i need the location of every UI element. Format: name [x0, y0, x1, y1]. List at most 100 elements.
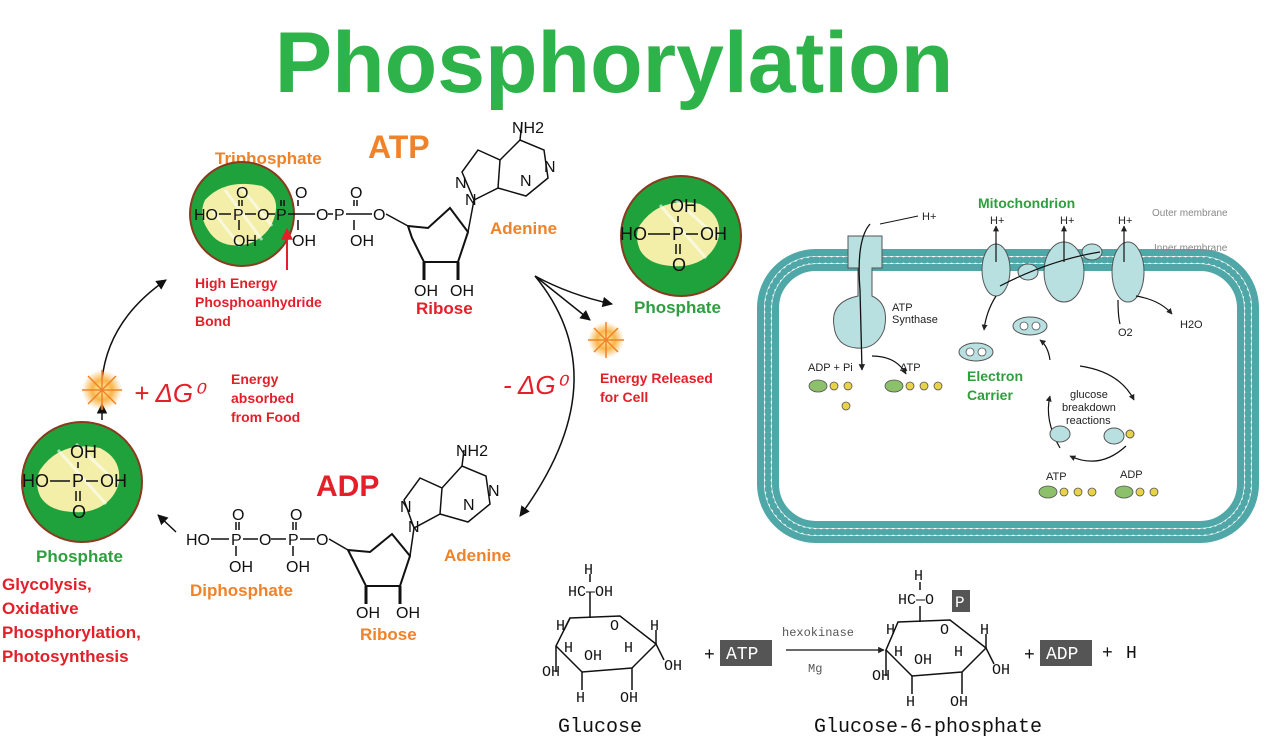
svg-text:OH: OH: [664, 658, 682, 675]
electron-carrier-line-2: Carrier: [967, 387, 1013, 403]
svg-text:OH: OH: [450, 283, 474, 300]
glucose-breakdown-line-1: glucose: [1070, 389, 1108, 401]
svg-text:OH: OH: [292, 233, 316, 250]
phosphate-right: OH HO P OH O Phosphate: [620, 175, 742, 317]
svg-text:H: H: [914, 568, 923, 585]
svg-text:H: H: [980, 622, 989, 639]
svg-text:OH: OH: [620, 690, 638, 707]
g6p-label: Glucose-6-phosphate: [814, 716, 1042, 739]
atp-synthase-line-1: ATP: [892, 302, 913, 314]
energy-absorbed-line-1: Energy: [231, 371, 279, 387]
energy-release-rays: [588, 322, 624, 358]
svg-text:N: N: [520, 173, 532, 190]
mito-adp-bottom: ADP: [1120, 469, 1143, 481]
svg-text:P: P: [231, 532, 242, 549]
energy-released-line-1: Energy Released: [600, 370, 713, 386]
svg-text:O: O: [316, 532, 328, 549]
hydrogen-label: H: [1126, 644, 1137, 664]
svg-text:O: O: [232, 507, 244, 524]
energy-absorbed-line-3: from Food: [231, 409, 300, 425]
atp-label: ATP: [368, 129, 430, 165]
svg-text:N: N: [465, 192, 477, 209]
svg-text:O: O: [610, 618, 619, 635]
atp-adenine-label: Adenine: [490, 219, 557, 238]
svg-text:H: H: [624, 640, 633, 657]
process-item-0: Glycolysis,: [2, 575, 92, 594]
svg-text:P: P: [955, 594, 965, 612]
hexokinase-label: hexokinase: [782, 626, 854, 640]
glucose-reaction: H HC—OH H O H H OH H OH OH H OH Glucose …: [542, 562, 1137, 739]
svg-text:P: P: [72, 471, 84, 491]
mito-h-plus-3: H+: [1060, 215, 1074, 227]
svg-text:+: +: [1102, 644, 1113, 664]
svg-text:N: N: [455, 175, 467, 192]
svg-text:OH: OH: [872, 668, 890, 685]
atp-adp-chain-icons: [808, 379, 1159, 499]
svg-text:H: H: [556, 618, 565, 635]
mito-h-plus-4: H+: [1118, 215, 1132, 227]
svg-text:H: H: [564, 640, 573, 657]
atp-box-label: ATP: [726, 645, 758, 665]
process-item-3: Photosynthesis: [2, 647, 129, 666]
inner-membrane-label: Inner membrane: [1154, 243, 1228, 254]
process-list: Glycolysis, Oxidative Phosphorylation, P…: [2, 575, 141, 666]
adp-adenine-label: Adenine: [444, 546, 511, 565]
svg-text:OH: OH: [414, 283, 438, 300]
glucose-breakdown-line-3: reactions: [1066, 415, 1111, 427]
energy-released-line-2: for Cell: [600, 389, 648, 405]
svg-text:OH: OH: [70, 442, 97, 462]
electron-carrier-line-1: Electron: [967, 368, 1023, 384]
svg-text:P: P: [672, 224, 684, 244]
svg-text:+: +: [704, 646, 715, 666]
svg-text:O: O: [940, 622, 949, 639]
svg-text:+: +: [1024, 646, 1035, 666]
adp-box-label: ADP: [1046, 645, 1078, 665]
adp-box: [1040, 640, 1092, 666]
svg-text:HO: HO: [186, 532, 210, 549]
svg-text:O: O: [290, 507, 302, 524]
adp-label: ADP: [316, 470, 379, 503]
svg-text:O: O: [72, 502, 86, 522]
glucose-breakdown-line-2: breakdown: [1062, 402, 1116, 414]
svg-text:HC—OH: HC—OH: [568, 584, 613, 601]
svg-text:H: H: [650, 618, 659, 635]
svg-text:P: P: [233, 207, 244, 224]
svg-text:P: P: [334, 207, 345, 224]
svg-text:HO: HO: [194, 207, 218, 224]
svg-text:OH: OH: [233, 233, 257, 250]
outer-membrane-label: Outer membrane: [1152, 208, 1228, 219]
high-energy-line-3: Bond: [195, 313, 231, 329]
process-item-1: Oxidative: [2, 599, 79, 618]
svg-text:OH: OH: [350, 233, 374, 250]
svg-text:OH: OH: [286, 559, 310, 576]
adp-molecule: ADP HO P O OH O P O OH O OH OH N N N N N…: [186, 443, 511, 644]
mito-h-plus-2: H+: [990, 215, 1004, 227]
phosphate-p-box: [952, 590, 970, 612]
mito-atp-bottom: ATP: [1046, 471, 1067, 483]
svg-text:H: H: [886, 622, 895, 639]
phosphate-left-label: Phosphate: [36, 547, 123, 566]
svg-text:O: O: [350, 185, 362, 202]
svg-text:HC—O: HC—O: [898, 592, 934, 609]
svg-text:O: O: [316, 207, 328, 224]
energy-absorbed-line-2: absorbed: [231, 390, 294, 406]
svg-text:N: N: [463, 497, 475, 514]
svg-text:O: O: [373, 207, 385, 224]
svg-text:OH: OH: [229, 559, 253, 576]
svg-text:HO: HO: [22, 471, 49, 491]
electron-carrier-icons: [958, 316, 1048, 362]
page-title: Phosphorylation: [275, 15, 953, 111]
glucose-label: Glucose: [558, 716, 642, 739]
svg-text:H: H: [906, 694, 915, 711]
atp-nh2: NH2: [512, 120, 544, 137]
svg-text:N: N: [488, 483, 500, 500]
mitochondrion-diagram: H+ H+ H+ H+ Outer membrane Inner membran…: [757, 195, 1259, 543]
svg-text:OH: OH: [670, 196, 697, 216]
atp-to-adp-arrows: [519, 275, 614, 517]
minus-delta-g: - ΔG⁰: [503, 370, 570, 400]
phosphate-right-label: Phosphate: [634, 298, 721, 317]
svg-text:H: H: [576, 690, 585, 707]
mito-atp-label: ATP: [900, 362, 921, 374]
